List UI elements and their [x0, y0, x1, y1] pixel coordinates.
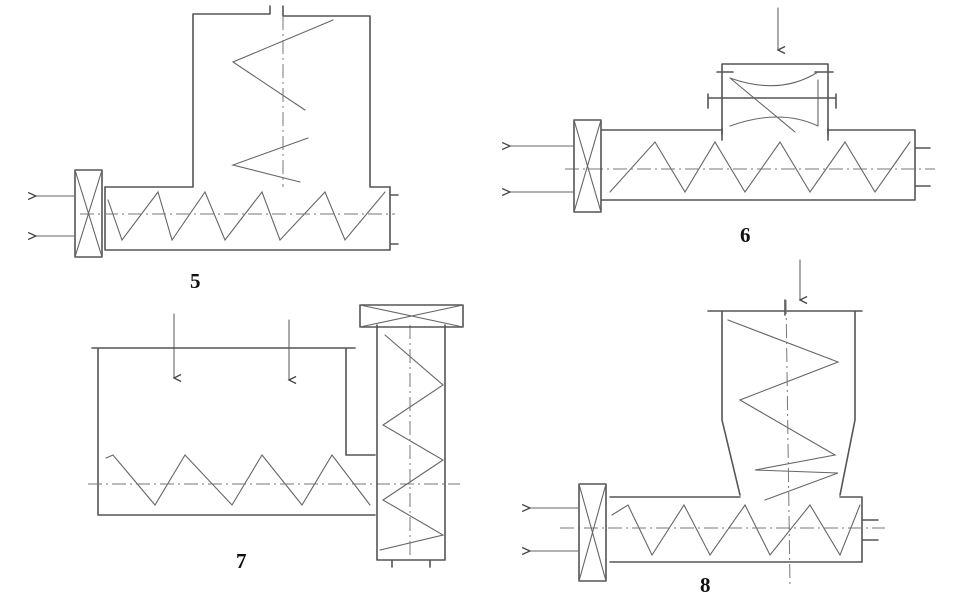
fig5-drive-box [74, 169, 103, 258]
figure-6: 6 [510, 7, 935, 247]
fig7-trough [91, 347, 376, 516]
figure-label-8: 8 [700, 573, 711, 597]
fig8-barrel [609, 496, 879, 563]
fig6-feeder-rotor [729, 71, 819, 133]
fig8-horizontal-screw [611, 503, 861, 557]
fig8-vertical-screw [727, 319, 840, 501]
fig6-barrel [601, 127, 931, 201]
fig5-drive-cross [74, 169, 103, 258]
fig6-feeder-housing [707, 63, 837, 135]
fig7-vertical-screw [379, 334, 445, 551]
fig8-drive-box [578, 483, 607, 582]
fig7-drive-box [359, 304, 464, 328]
figure-5: 5 [36, 5, 399, 293]
fig6-screw [609, 140, 911, 194]
figure-label-6: 6 [740, 223, 751, 247]
figure-8: 8 [530, 259, 885, 597]
fig6-drive-box [573, 119, 602, 213]
figure-label-7: 7 [236, 549, 247, 573]
fig5-horizontal-screw [107, 190, 386, 242]
figure-7: 7 [88, 304, 464, 573]
fig7-horizontal-screw [105, 454, 371, 506]
fig8-hopper [707, 299, 863, 496]
fig8-drive-cross [578, 483, 607, 582]
figure-label-5: 5 [190, 269, 201, 293]
fig7-vertical-tube [376, 324, 446, 568]
fig6-drive-cross [573, 119, 602, 213]
fig5-barrel [104, 186, 399, 251]
fig7-drive-cross [359, 304, 464, 328]
